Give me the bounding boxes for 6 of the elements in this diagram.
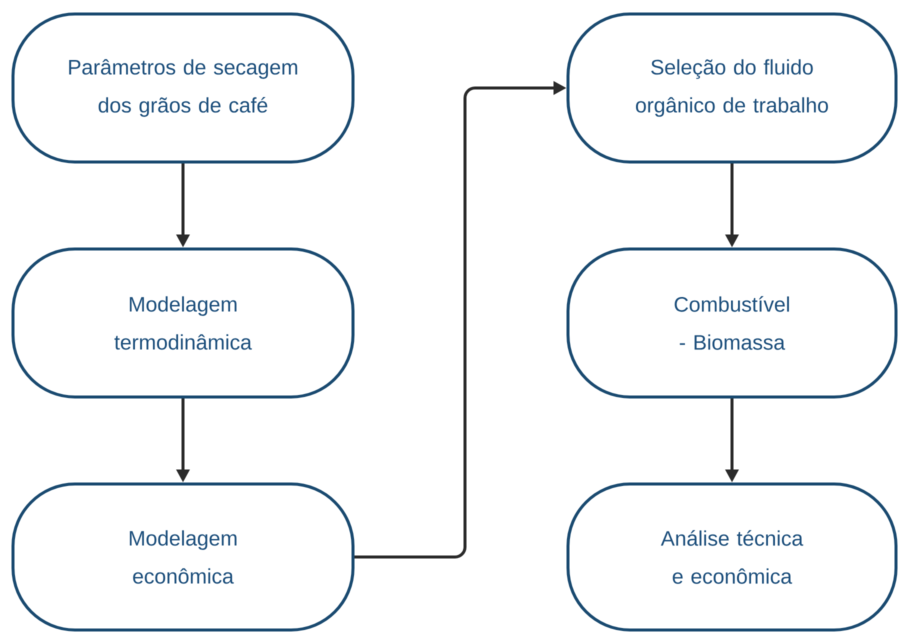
- process-box: Modelagem termodinâmica: [12, 248, 354, 398]
- process-box: Análise técnica e econômica: [566, 482, 898, 632]
- process-box: Combustível - Biomassa: [566, 248, 898, 398]
- process-box: Parâmetros de secagem dos grãos de café: [12, 12, 354, 164]
- process-box: Modelagem econômica: [12, 482, 354, 632]
- process-box: Seleção do fluido orgânico de trabalho: [566, 12, 898, 164]
